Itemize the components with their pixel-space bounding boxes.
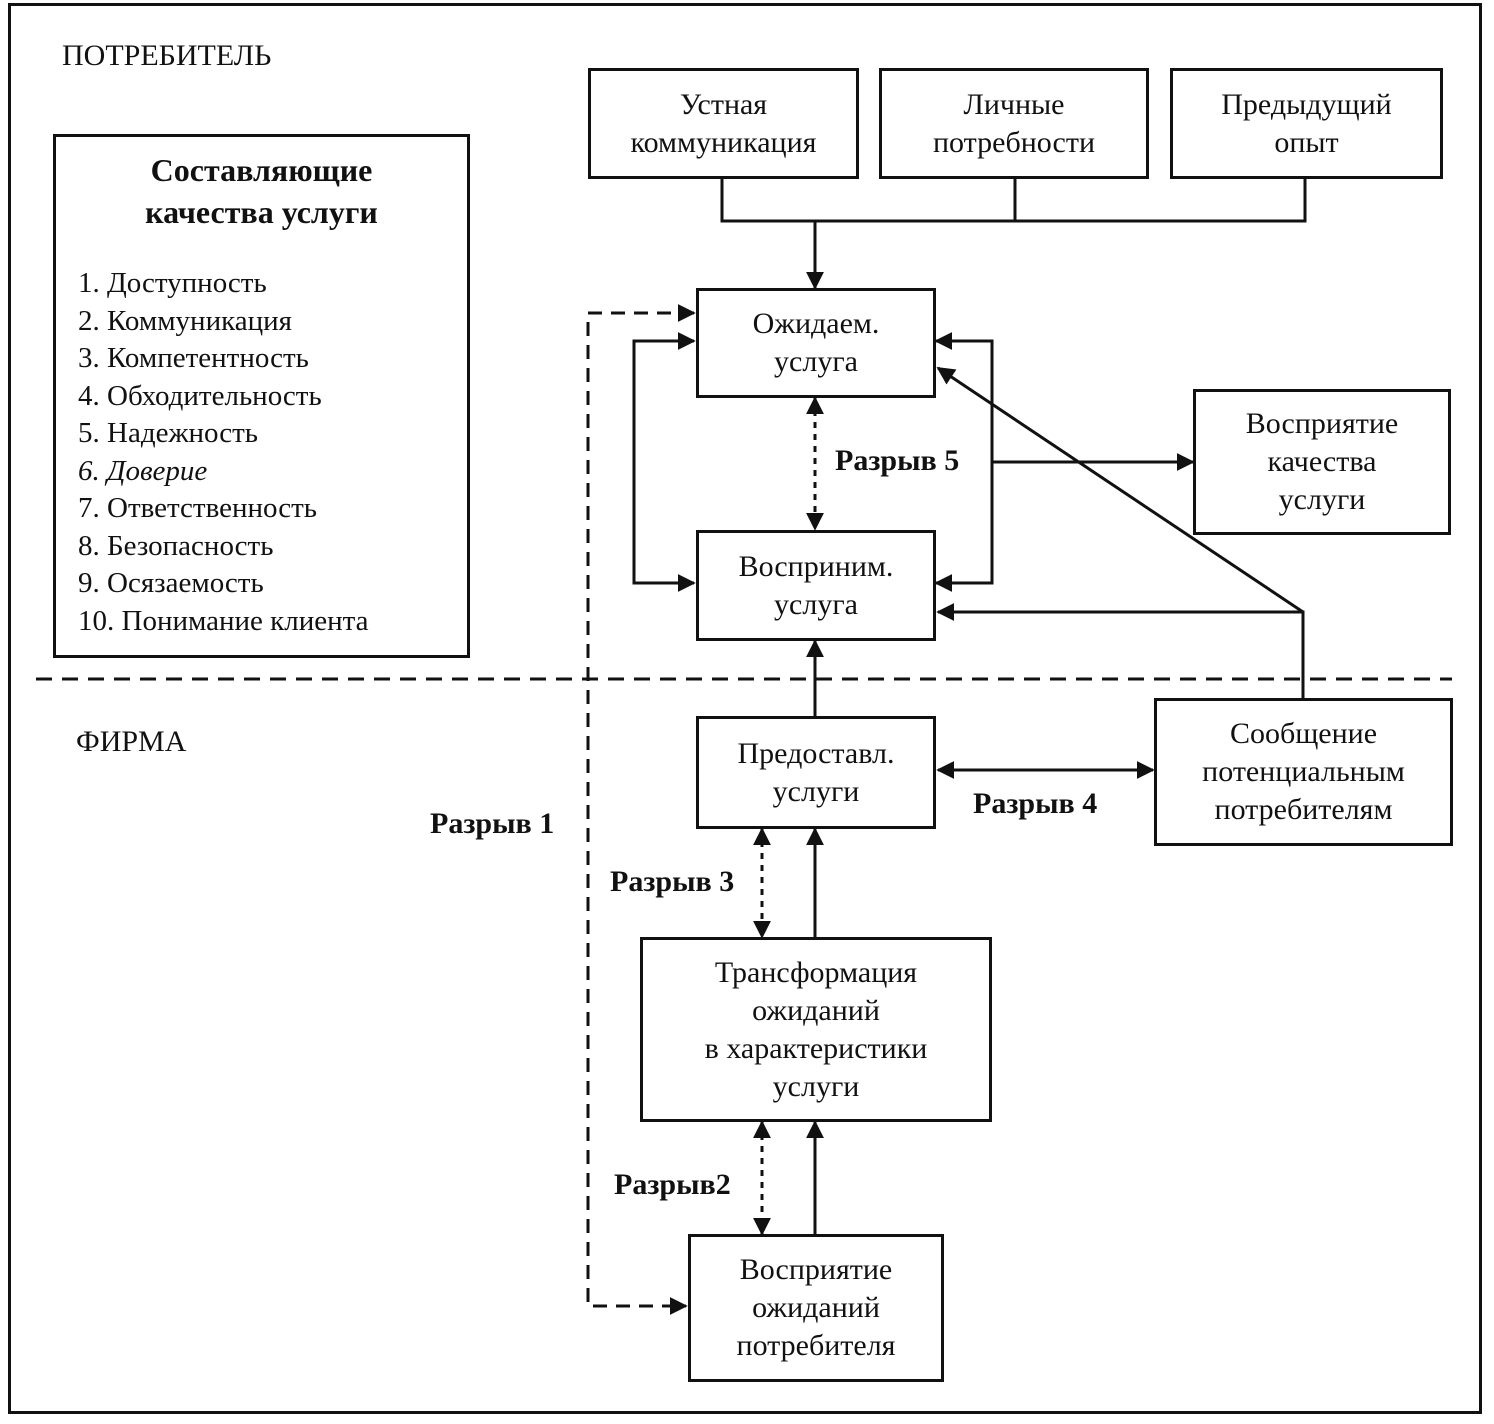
legend-list: 1. Доступность 2. Коммуникация 3. Компет… <box>78 265 369 640</box>
legend-item: 6. Доверие <box>78 454 208 487</box>
inputs-merge-line <box>720 178 1307 223</box>
legend-item: 9. Осязаемость <box>78 567 264 599</box>
gap1-arrow <box>586 304 696 1315</box>
external-communications-box: Сообщение потенциальным потребителям <box>1154 698 1453 846</box>
perceived-service-box: Восприним. услуга <box>696 530 936 641</box>
perceived-quality-text: Восприятие качества услуги <box>1245 407 1399 516</box>
translation-box: Трансформация ожиданий в характеристики … <box>640 937 992 1122</box>
external-communications-text: Сообщение потенциальным потребителям <box>1202 717 1405 826</box>
past-experience-text: Предыдущий опыт <box>1221 87 1392 159</box>
expected-service-text: Ожидаем. услуга <box>752 307 880 378</box>
legend-item: 7. Ответственность <box>78 492 318 524</box>
perceived-quality-box: Восприятие качества услуги <box>1193 389 1451 535</box>
diagram-frame <box>8 3 1482 1414</box>
management-perceptions-box: Восприятие ожиданий потребителя <box>688 1234 944 1382</box>
gap1-label: Разрыв 1 <box>430 807 555 840</box>
legend-item: 1. Доступность <box>78 267 267 299</box>
legend-item: 5. Надежность <box>78 417 258 449</box>
past-experience-box: Предыдущий опыт <box>1170 68 1443 179</box>
expected-service-box: Ожидаем. услуга <box>696 288 936 398</box>
legend-item: 8. Безопасность <box>78 529 274 562</box>
left-loop-arrow <box>632 332 696 592</box>
word-of-mouth-text: Устная коммуникация <box>630 87 817 159</box>
quality-dimensions-legend: Составляющие качества услуги 1. Доступно… <box>53 134 470 658</box>
legend-item: 3. Компетентность <box>78 342 309 374</box>
service-delivery-box: Предоставл. услуги <box>696 716 936 829</box>
gap2-label: Разрыв2 <box>614 1168 731 1201</box>
gap4-label: Разрыв 4 <box>973 787 1098 820</box>
service-delivery-text: Предоставл. услуги <box>737 736 895 808</box>
legend-item: 4. Обходительность <box>78 379 322 412</box>
legend-item: 10. Понимание клиента <box>78 604 369 637</box>
management-perceptions-text: Восприятие ожиданий потребителя <box>736 1253 896 1362</box>
gap5-label: Разрыв 5 <box>835 444 960 477</box>
legend-title: Составляющие качества услуги <box>145 152 378 230</box>
legend-item: 2. Коммуникация <box>78 304 292 337</box>
personal-needs-text: Личные потребности <box>933 87 1095 159</box>
consumer-section-label: ПОТРЕБИТЕЛЬ <box>62 39 272 72</box>
perceived-service-text: Восприним. услуга <box>738 549 894 621</box>
firm-section-label: ФИРМА <box>76 725 187 758</box>
external-comms-to-expected-arrow <box>936 366 1304 614</box>
personal-needs-box: Личные потребности <box>879 68 1149 179</box>
translation-text: Трансформация ожиданий в характеристики … <box>704 955 928 1103</box>
external-comms-to-perceived-arrow <box>936 603 1305 698</box>
word-of-mouth-box: Устная коммуникация <box>588 68 859 179</box>
gap3-label: Разрыв 3 <box>610 865 735 898</box>
